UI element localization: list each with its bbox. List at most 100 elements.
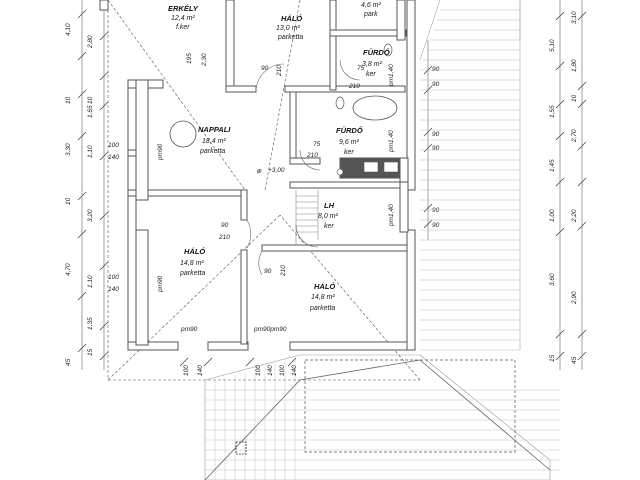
dim-left-8: 10: [65, 197, 72, 205]
room-furdo-floor: ker: [344, 149, 354, 156]
room-halo-left-floor: parketta: [179, 270, 205, 277]
room-lh-name: LH: [324, 201, 335, 210]
right-dimension-lines: 3,10 5,10 1,80 10 1,55 2,70 1,45 1,00 2,…: [423, 0, 587, 370]
dim-right-inner-4: 90: [432, 145, 440, 152]
room-furdo-area: 9,6 m²: [339, 139, 360, 146]
room-furdo-small-area: 3,8 m²: [362, 61, 383, 68]
room-nappali-name: NAPPALI: [198, 125, 231, 134]
label-door-90c: 90: [264, 268, 272, 275]
room-park-top-floor: park: [363, 11, 378, 18]
room-halo-right-area: 14,8 m²: [311, 294, 335, 301]
sink-icon: [363, 161, 379, 173]
roof-bottom: [204, 354, 560, 480]
label-door-210a: 210: [276, 65, 283, 77]
dim-right-3: 1,80: [571, 59, 578, 72]
label-level: +3,00: [268, 167, 285, 174]
label-door-210b: 210: [348, 83, 360, 90]
dim-bottom-3: 100: [255, 365, 262, 376]
label-door-210e: 210: [280, 265, 287, 277]
dim-left-1: 4,10: [65, 23, 72, 36]
label-win-140b: 140: [108, 286, 119, 293]
dim-right-1: 3,10: [571, 11, 578, 24]
label-pm1-40-c: pm1,40: [388, 204, 395, 227]
room-furdo-small-floor: ker: [366, 71, 376, 78]
label-pm90-bottom-left: pm90: [180, 326, 198, 333]
dim-right-7: 1,45: [549, 159, 556, 172]
dim-right-inner-3: 90: [432, 131, 440, 138]
room-halo-right-floor: parketta: [309, 305, 335, 312]
dim-left-6: 3,30: [65, 143, 72, 156]
bottom-dimensions: 100 140 100 140 100 140: [179, 357, 298, 376]
label-pm90-2: pm90: [157, 275, 164, 293]
room-halo-left-area: 14,8 m²: [180, 260, 204, 267]
dim-left-4: 1,65: [87, 105, 94, 118]
dashed-overlay: [107, 0, 421, 381]
left-dimension-lines: 4,10 2,80 10 1,65 10 3,30 1,10 10 3,20 4…: [65, 0, 109, 370]
dim-bottom-4: 140: [267, 365, 274, 376]
dim-bottom-2: 140: [197, 365, 204, 376]
toilet-icon: [335, 96, 345, 110]
room-labels: ERKÉLY 12,4 m² f.ker HÁLÓ 13,0 m² parket…: [168, 2, 390, 312]
dim-left-7: 1,10: [87, 145, 94, 158]
dim-left-13: 45: [65, 358, 72, 366]
room-park-top-area: 4,6 m²: [361, 2, 382, 9]
room-nappali-floor: parketta: [199, 148, 225, 155]
room-halo-top-name: HÁLÓ: [281, 14, 302, 23]
dim-left-14: 15: [87, 348, 94, 356]
room-furdo-small-name: FÜRDŐ: [363, 48, 390, 57]
label-door-210c: 210: [306, 152, 318, 159]
dim-right-12: 15: [549, 354, 556, 362]
room-halo-top-floor: parketta: [277, 34, 303, 41]
toilet-small-icon: [383, 43, 393, 57]
label-door-90b: 90: [221, 222, 229, 229]
dim-right-2: 5,10: [549, 39, 556, 52]
room-lh-floor: ker: [324, 223, 334, 230]
room-nappali-area: 18,4 m²: [202, 138, 226, 145]
table-circle: [169, 120, 197, 148]
room-erkely-floor: f.ker: [176, 24, 190, 31]
label-pm1-40-b: pm1,40: [388, 130, 395, 153]
dim-left-10: 4,70: [65, 263, 72, 276]
sink-icon: [383, 161, 399, 173]
dim-right-inner-5: 90: [432, 207, 440, 214]
dim-right-inner-1: 90: [432, 66, 440, 73]
svg-text:⊕: ⊕: [256, 168, 262, 175]
room-erkely-name: ERKÉLY: [168, 4, 199, 13]
room-furdo-name: FÜRDŐ: [336, 126, 363, 135]
dim-bottom-1: 100: [183, 365, 190, 376]
dim-right-5: 1,55: [549, 105, 556, 118]
label-pm90pm90: pm90pm90: [253, 326, 287, 333]
dim-right-13: 45: [571, 356, 578, 364]
label-door-210d: 210: [218, 234, 230, 241]
dim-bottom-6: 140: [291, 365, 298, 376]
fixtures: [169, 43, 399, 276]
label-pm90-1: pm90: [157, 143, 164, 161]
label-win-100a: 100: [108, 142, 119, 149]
label-door-230: 2,30: [201, 53, 208, 67]
dim-right-6: 2,70: [571, 129, 578, 143]
label-door-75b: 75: [313, 141, 321, 148]
room-halo-top-area: 13,0 m²: [276, 25, 300, 32]
label-door-75a: 75: [357, 65, 365, 72]
dim-right-9: 2,20: [571, 209, 578, 223]
dim-left-11: 1,10: [87, 275, 94, 288]
room-halo-right-name: HÁLÓ: [314, 282, 335, 291]
label-win-140a: 140: [108, 154, 119, 161]
dim-bottom-5: 100: [279, 365, 286, 376]
label-door-90a: 90: [261, 65, 269, 72]
dim-right-4: 10: [571, 94, 578, 102]
dim-left-9: 3,20: [87, 209, 94, 222]
dim-left-5: 10: [87, 96, 94, 104]
label-pm1-40-a: pm1,40: [388, 64, 395, 87]
dim-right-8: 1,00: [549, 209, 556, 222]
room-halo-left-name: HÁLÓ: [184, 247, 205, 256]
dim-right-10: 3,60: [549, 273, 556, 286]
roof-outline: [419, 0, 521, 351]
room-erkely-area: 12,4 m²: [171, 15, 195, 22]
label-win-100b: 100: [108, 274, 119, 281]
walls: [99, 0, 416, 351]
room-lh-area: 8,0 m²: [318, 213, 339, 220]
annotations: 195 2,30 90 210 75 210 75 210 90 210 90 …: [108, 53, 395, 333]
dim-right-inner-2: 90: [432, 81, 440, 88]
dim-right-inner-6: 90: [432, 222, 440, 229]
